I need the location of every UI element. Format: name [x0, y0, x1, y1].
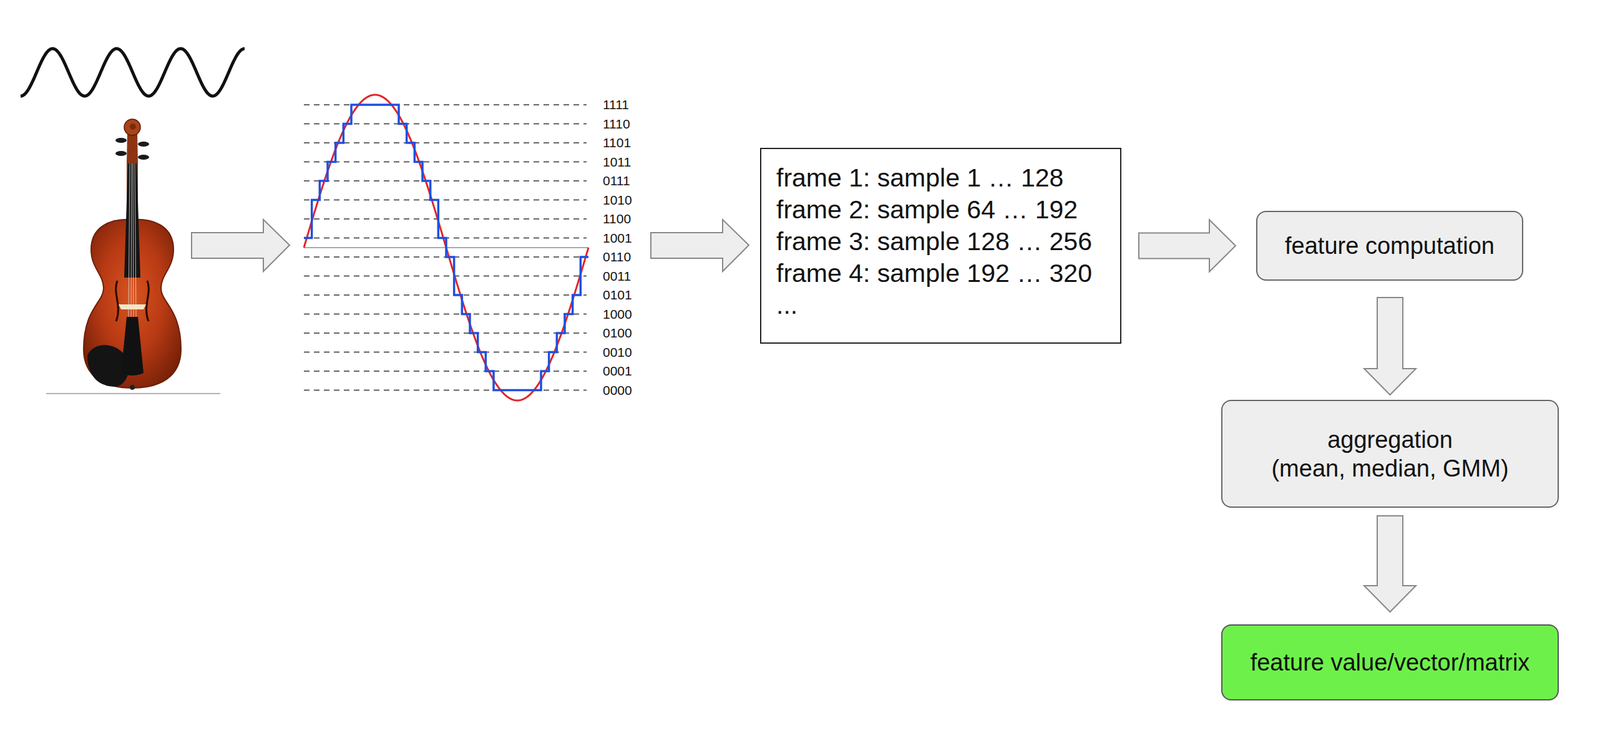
violin-peg — [115, 151, 127, 157]
code-label: 1001 — [602, 230, 633, 246]
violin-fingerboard — [124, 163, 141, 278]
code-label: 1011 — [602, 154, 631, 170]
code-label: 0000 — [602, 383, 633, 399]
level-line — [303, 104, 587, 106]
violin-string — [131, 163, 132, 318]
box-text: ... — [776, 289, 798, 322]
process-box: aggregation(mean, median, GMM) — [1221, 400, 1559, 508]
violin-bridge — [118, 304, 147, 310]
level-line — [303, 180, 587, 182]
violin-tailpiece — [121, 317, 144, 376]
level-line — [303, 332, 587, 334]
box-text: frame 2: sample 64 … 192 — [776, 194, 1078, 226]
code-label: 0100 — [602, 325, 633, 341]
violin-scroll-eye — [129, 123, 137, 130]
block-arrow — [1138, 220, 1236, 273]
box-text: frame 1: sample 1 … 128 — [776, 162, 1064, 195]
code-label: 0110 — [602, 249, 631, 265]
code-label: 1110 — [602, 116, 631, 132]
violin-f-hole — [116, 280, 119, 322]
level-line — [303, 351, 587, 354]
violin-pegbox — [126, 132, 138, 164]
level-line — [303, 199, 587, 201]
violin-string — [132, 163, 134, 318]
level-line — [303, 313, 587, 316]
code-label: 1100 — [602, 211, 631, 227]
level-line — [303, 294, 587, 296]
block-arrow — [191, 219, 290, 272]
block-arrow — [1364, 297, 1416, 396]
baseline — [46, 393, 221, 395]
code-label: 0111 — [602, 173, 631, 189]
result-box: feature value/vector/matrix — [1221, 624, 1559, 701]
code-label: 0101 — [602, 287, 633, 303]
violin-end-button — [129, 385, 135, 391]
quantized-signal — [303, 104, 589, 391]
box-text: frame 4: sample 192 … 320 — [776, 257, 1093, 290]
violin-peg — [137, 141, 150, 147]
violin-peg — [115, 137, 127, 143]
box-text: (mean, median, GMM) — [1271, 454, 1509, 483]
code-label: 1111 — [602, 97, 630, 113]
violin-string — [134, 163, 137, 318]
code-label: 0010 — [602, 345, 633, 361]
box-text: aggregation — [1327, 425, 1453, 455]
level-line — [303, 218, 587, 220]
violin-scroll — [124, 119, 141, 136]
level-line — [303, 275, 587, 278]
block-arrow — [1364, 516, 1416, 613]
block-arrow — [650, 219, 749, 272]
sound-wave — [20, 48, 245, 97]
analog-signal — [303, 94, 589, 401]
level-line — [303, 161, 587, 163]
code-label: 1000 — [602, 307, 633, 322]
box-text: feature computation — [1284, 231, 1495, 261]
box-text: frame 3: sample 128 … 256 — [776, 225, 1093, 258]
level-line — [303, 390, 587, 392]
violin-string — [128, 163, 130, 318]
code-label: 1101 — [602, 135, 631, 151]
frame-list-box: frame 1: sample 1 … 128frame 2: sample 6… — [760, 147, 1122, 344]
code-label: 0011 — [602, 268, 631, 284]
code-label: 0001 — [602, 363, 633, 379]
violin-f-hole — [146, 280, 150, 322]
process-box: feature computation — [1256, 210, 1524, 281]
violin-peg — [137, 154, 150, 160]
box-text: feature value/vector/matrix — [1250, 648, 1531, 678]
code-label: 1010 — [602, 192, 633, 208]
level-line — [303, 142, 587, 144]
